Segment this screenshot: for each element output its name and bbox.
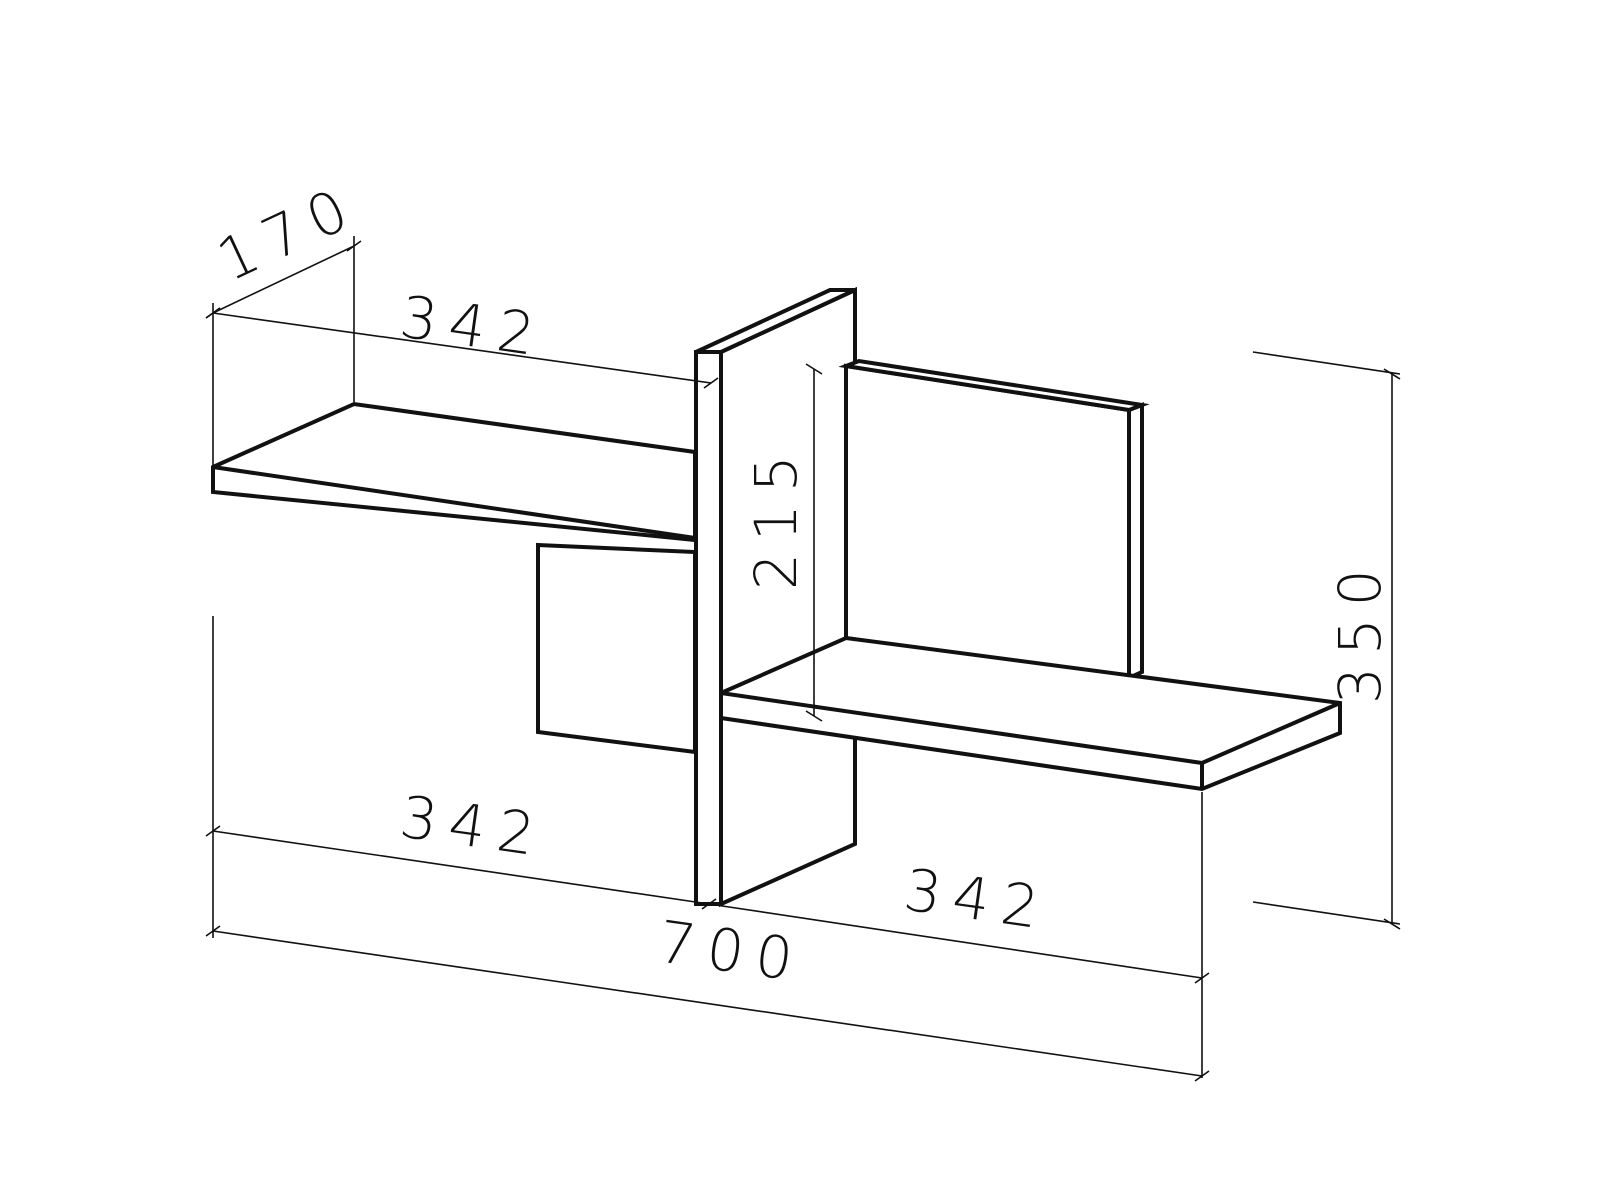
dimension-labels: 170 342 215 350 342 342 700: [207, 171, 1394, 995]
overall-width-dim-line: [212, 930, 1203, 1077]
top-left-shelf: [211, 401, 697, 543]
divider-top-edge: [695, 288, 856, 354]
dimension-lines: [205, 236, 1401, 1082]
right-back-panel: [838, 358, 1150, 682]
bottom-right-shelf: [719, 635, 1342, 792]
inner-height-label: 215: [742, 443, 810, 590]
divider-front-edge: [694, 350, 723, 906]
lower-left-back-panel: [536, 542, 697, 755]
bottom-left-dim-line: [212, 830, 710, 905]
shelf-unit: [211, 286, 1342, 908]
bottom-right-width-label: 342: [900, 856, 1055, 944]
top-shelf-dim-line: [212, 312, 712, 384]
bottom-right-dim-line: [708, 903, 1203, 979]
depth-dim-line: [212, 245, 355, 314]
overall-height-label: 350: [1326, 557, 1394, 704]
bottom-left-width-label: 342: [396, 783, 551, 871]
divider-face: [719, 286, 857, 908]
depth-label: 170: [207, 171, 369, 295]
overall-width-label: 700: [654, 908, 809, 996]
central-divider: [694, 286, 857, 908]
top-shelf-width-label: 342: [396, 283, 551, 371]
